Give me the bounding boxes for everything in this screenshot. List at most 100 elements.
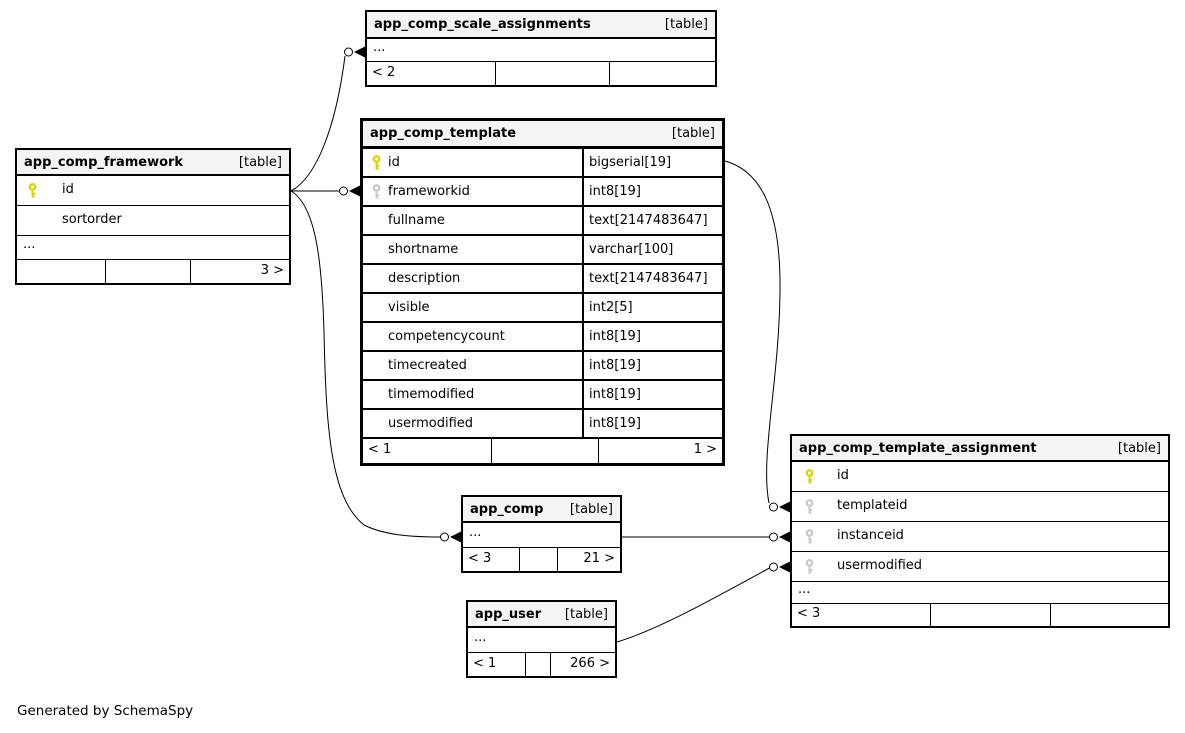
primary-key-icon (371, 154, 382, 171)
pagination-left: < 1 (368, 442, 392, 457)
column-name: description (388, 271, 461, 286)
table-title: app_user (475, 606, 542, 622)
footer-cell-middle (930, 604, 1050, 626)
footer-row: < 3 21 > (463, 548, 620, 571)
column-name: id (837, 468, 849, 483)
column-row: sortorder (17, 206, 289, 236)
generated-by-note: Generated by SchemaSpy (17, 703, 194, 719)
column-type: int2[5] (582, 294, 633, 321)
ellipsis-row: ... (17, 236, 289, 260)
ellipsis-row: ... (463, 523, 620, 548)
column-row: competencycount int8[19] (363, 323, 722, 352)
footer-cell-middle (491, 439, 598, 463)
column-type: int8[19] (582, 381, 641, 408)
table-header[interactable]: app_comp_template_assignment[table] (792, 436, 1168, 462)
column-name: usermodified (388, 416, 474, 431)
table-app_comp[interactable]: app_comp[table]... < 3 21 > (461, 495, 622, 573)
column-name: competencycount (388, 329, 505, 344)
column-type: int8[19] (582, 178, 641, 205)
column-type: text[2147483647] (582, 207, 708, 234)
edge-arrowhead-icon (779, 501, 790, 513)
column-name: fullname (388, 213, 445, 228)
pagination-right: 21 > (557, 548, 620, 571)
footer-row: < 3 (792, 604, 1168, 626)
edge-arrowhead-icon (450, 531, 461, 543)
table-type-badge: [table] (238, 154, 282, 170)
column-type: varchar[100] (582, 236, 673, 263)
column-name: id (388, 155, 400, 170)
ellipsis-row: ... (792, 582, 1168, 604)
column-name: frameworkid (388, 184, 470, 199)
column-row: usermodified (792, 552, 1168, 582)
relationship-app_comp_framework-to-app_comp_scale_assignments (290, 46, 365, 192)
pagination-right: 1 > (598, 439, 722, 463)
pagination-right: 266 > (550, 653, 615, 676)
footer-cell-middle (495, 62, 609, 85)
pagination-right (1050, 604, 1168, 626)
edge-circle-icon (769, 532, 778, 542)
table-header[interactable]: app_comp[table] (463, 497, 620, 523)
table-type-badge: [table] (671, 126, 715, 141)
footer-cell-middle (105, 260, 190, 283)
column-name: timemodified (388, 387, 475, 402)
edge-arrowhead-icon (779, 561, 790, 573)
pagination-left: < 3 (468, 551, 492, 566)
relationship-app_comp-to-app_comp_template_assignment (622, 531, 790, 543)
foreign-key-icon (804, 558, 815, 575)
column-type: int8[19] (582, 323, 641, 350)
pagination-left (17, 260, 105, 283)
column-row: description text[2147483647] (363, 265, 722, 294)
ellipsis-row: ... (367, 39, 715, 62)
footer-row: < 1 266 > (468, 653, 615, 676)
edge-arrowhead-icon (349, 185, 360, 197)
table-app_comp_scale_assignments[interactable]: app_comp_scale_assignments [table]... < 2 (365, 10, 717, 87)
pagination-left: < 2 (372, 65, 396, 80)
ellipsis-row: ... (468, 628, 615, 653)
table-header[interactable]: app_comp_framework [table] (17, 150, 289, 176)
table-title: app_comp (470, 501, 544, 517)
column-row: instanceid (792, 522, 1168, 552)
edge-circle-icon (440, 532, 449, 542)
table-app_comp_template_assignment[interactable]: app_comp_template_assignment[table]id tem… (790, 434, 1170, 628)
table-header[interactable]: app_comp_template [table] (363, 121, 722, 149)
column-type: int8[19] (582, 352, 641, 379)
primary-key-icon (804, 468, 815, 485)
pagination-left: < 3 (797, 606, 821, 621)
foreign-key-icon (804, 528, 815, 545)
table-header[interactable]: app_user [table] (468, 602, 615, 628)
table-title: app_comp_template_assignment (799, 440, 1037, 456)
table-title: app_comp_framework (24, 154, 184, 170)
column-type: text[2147483647] (582, 265, 708, 292)
column-row: templateid (792, 492, 1168, 522)
footer-cell-middle (525, 653, 550, 676)
primary-key-icon (27, 182, 38, 199)
footer-cell-middle (519, 548, 557, 571)
column-name: templateid (837, 498, 908, 513)
column-row: frameworkid int8[19] (363, 178, 722, 207)
edge-arrowhead-icon (779, 531, 790, 543)
footer-row: < 2 (367, 62, 715, 85)
relationship-app_user-to-app_comp_template_assignment (616, 561, 790, 643)
pagination-left: < 1 (473, 656, 497, 671)
table-app_user[interactable]: app_user [table]... < 1 266 > (466, 600, 617, 678)
relationship-app_comp_framework-to-app_comp_template (291, 185, 360, 197)
table-type-badge: [table] (664, 17, 708, 32)
column-row: id (792, 462, 1168, 492)
column-name: sortorder (62, 212, 122, 227)
relationship-app_comp_framework-to-app_comp (290, 190, 461, 543)
column-row: timemodified int8[19] (363, 381, 722, 410)
table-type-badge: [table] (564, 606, 608, 622)
edge-circle-icon (344, 47, 353, 57)
column-name: timecreated (388, 358, 467, 373)
pagination-right: 3 > (190, 260, 289, 283)
table-title: app_comp_scale_assignments (374, 17, 591, 32)
table-header[interactable]: app_comp_scale_assignments [table] (367, 12, 715, 39)
column-name: usermodified (837, 558, 923, 573)
table-title: app_comp_template (370, 126, 517, 141)
